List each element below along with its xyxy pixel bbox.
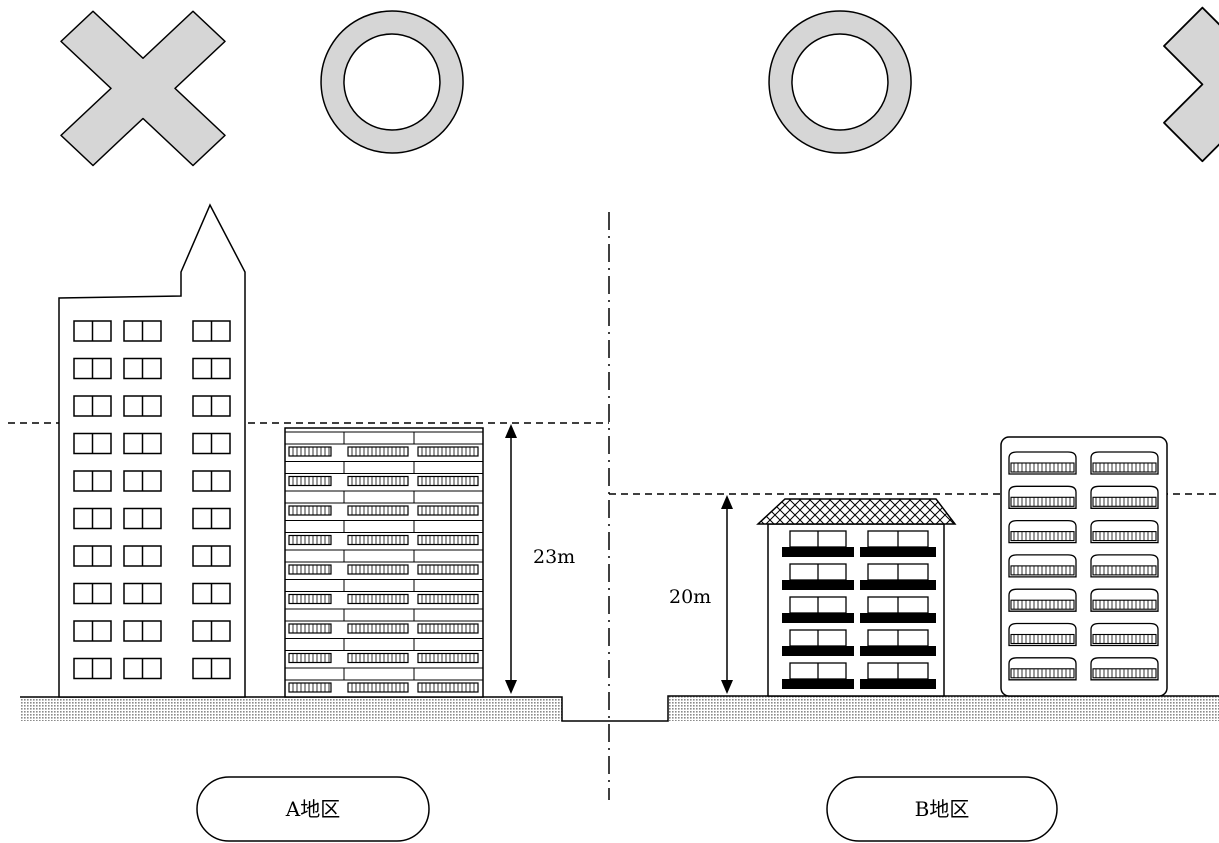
- circle-mark-icon-b: [768, 10, 912, 154]
- balcony-railing: [288, 564, 332, 575]
- balcony-unit: [782, 629, 854, 656]
- tower-window: [192, 545, 231, 567]
- balcony-railing: [347, 534, 409, 546]
- rounded-apartment-b: [1000, 436, 1168, 697]
- balcony-railing: [288, 505, 332, 516]
- balcony-unit: [860, 563, 936, 590]
- tower-window: [192, 582, 231, 605]
- svg-text:A地区: A地区: [285, 797, 340, 821]
- arched-balcony: [1090, 451, 1159, 475]
- balcony-railing: [288, 593, 332, 605]
- balcony-railing: [417, 593, 479, 605]
- tower-window: [73, 620, 112, 642]
- balcony-railing: [347, 652, 409, 664]
- arched-balcony: [1008, 622, 1077, 647]
- arched-balcony: [1090, 588, 1159, 612]
- balcony-railing: [288, 475, 332, 487]
- tower-window: [192, 357, 231, 380]
- balcony-railing: [347, 593, 409, 605]
- balcony-railing: [288, 446, 332, 457]
- tower-window: [73, 395, 112, 417]
- tower-window: [192, 507, 231, 530]
- arched-balcony: [1008, 519, 1077, 544]
- tower-window: [123, 395, 162, 417]
- tower-window: [73, 657, 112, 680]
- balcony-unit: [860, 530, 936, 557]
- balcony-railing: [347, 623, 409, 634]
- district-a-label: A地区: [196, 776, 430, 842]
- tower-window: [123, 582, 162, 605]
- tower-window: [123, 507, 162, 530]
- svg-text:B地区: B地区: [915, 797, 970, 821]
- tower-window: [73, 432, 112, 455]
- balcony-railing: [288, 534, 332, 546]
- tower-window: [73, 470, 112, 492]
- balcony-railing: [347, 682, 409, 693]
- balcony-railing: [417, 652, 479, 664]
- arched-balcony: [1090, 485, 1159, 509]
- arched-balcony: [1008, 451, 1077, 475]
- tower-window: [192, 620, 231, 642]
- arched-balcony: [1090, 519, 1159, 544]
- height-limit-label-b: 20m: [669, 586, 711, 608]
- tower-window: [73, 545, 112, 567]
- balcony-railing: [417, 446, 479, 457]
- arched-balcony: [1008, 554, 1077, 578]
- district-b-label: B地区: [826, 776, 1058, 842]
- arched-balcony: [1008, 657, 1077, 681]
- arched-balcony: [1008, 588, 1077, 612]
- balcony-railing: [347, 505, 409, 516]
- balcony-unit: [860, 596, 936, 623]
- height-arrow-a: [505, 424, 517, 694]
- tower-window: [123, 432, 162, 455]
- balcony-railing: [417, 682, 479, 693]
- balcony-unit: [782, 596, 854, 623]
- tower-window: [192, 320, 231, 342]
- tower-window: [123, 320, 162, 342]
- balcony-railing: [417, 505, 479, 516]
- height-arrow-b: [721, 495, 733, 694]
- balcony-railing: [347, 475, 409, 487]
- balcony-railing: [417, 534, 479, 546]
- balcony-unit: [782, 662, 854, 689]
- tower-window: [73, 357, 112, 380]
- cross-mark-icon-a: [60, 10, 226, 167]
- pitched-roof-apartment-b: [756, 498, 957, 697]
- balcony-unit: [782, 530, 854, 557]
- tower-window: [73, 507, 112, 530]
- tower-window: [192, 470, 231, 492]
- tower-window: [192, 657, 231, 680]
- tower-window: [123, 545, 162, 567]
- ground: [20, 695, 1219, 722]
- balcony-unit: [782, 563, 854, 590]
- balcony-railing: [288, 623, 332, 634]
- arched-balcony: [1008, 485, 1077, 509]
- tall-tower-building: [58, 203, 246, 698]
- balcony-unit: [860, 629, 936, 656]
- tower-window: [73, 320, 112, 342]
- balcony-apartment-a: [284, 427, 484, 698]
- arched-balcony: [1090, 622, 1159, 647]
- tower-window: [123, 657, 162, 680]
- tower-window: [123, 620, 162, 642]
- tower-window: [73, 582, 112, 605]
- balcony-unit: [860, 662, 936, 689]
- balcony-railing: [417, 564, 479, 575]
- height-limit-label-a: 23m: [533, 546, 575, 568]
- tower-window: [192, 395, 231, 417]
- balcony-railing: [288, 682, 332, 693]
- cross-mark-icon-b: [1163, 6, 1219, 163]
- balcony-railing: [347, 446, 409, 457]
- tower-window: [192, 432, 231, 455]
- tower-window: [123, 357, 162, 380]
- arched-balcony: [1090, 554, 1159, 578]
- circle-mark-icon-a: [320, 10, 464, 154]
- arched-balcony: [1090, 657, 1159, 681]
- balcony-railing: [288, 652, 332, 664]
- balcony-railing: [347, 564, 409, 575]
- tower-window: [123, 470, 162, 492]
- balcony-railing: [417, 623, 479, 634]
- balcony-railing: [417, 475, 479, 487]
